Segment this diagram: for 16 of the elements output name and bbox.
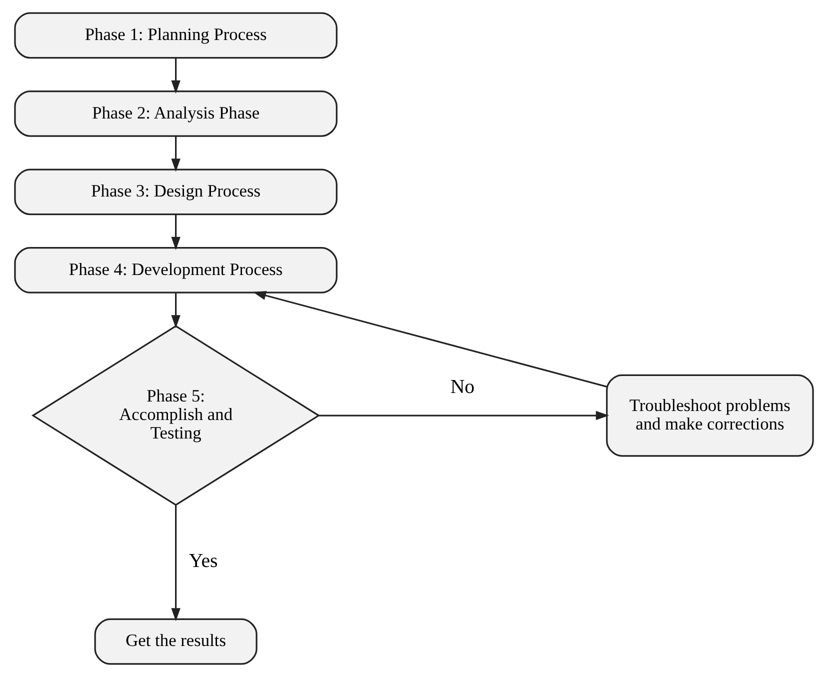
arrow xyxy=(252,290,606,388)
node-box: Phase 3: Design Process xyxy=(14,168,337,216)
node-box: Phase 4: Development Process xyxy=(14,247,337,294)
arrow xyxy=(170,58,180,94)
arrow xyxy=(170,136,180,172)
node-box: Get the results xyxy=(94,618,257,665)
arrow xyxy=(170,214,180,250)
arrow xyxy=(318,410,609,420)
edge-label: Yes xyxy=(188,550,218,572)
edge-label: No xyxy=(450,376,474,398)
node-box: Troubleshoot problems and make corrections xyxy=(606,374,814,457)
node-diamond: Phase 5: Accomplish and Testing xyxy=(30,325,320,506)
node-box: Phase 1: Planning Process xyxy=(14,12,337,59)
node-box: Phase 2: Analysis Phase xyxy=(14,90,337,137)
arrow xyxy=(170,505,180,622)
arrow xyxy=(170,293,180,328)
